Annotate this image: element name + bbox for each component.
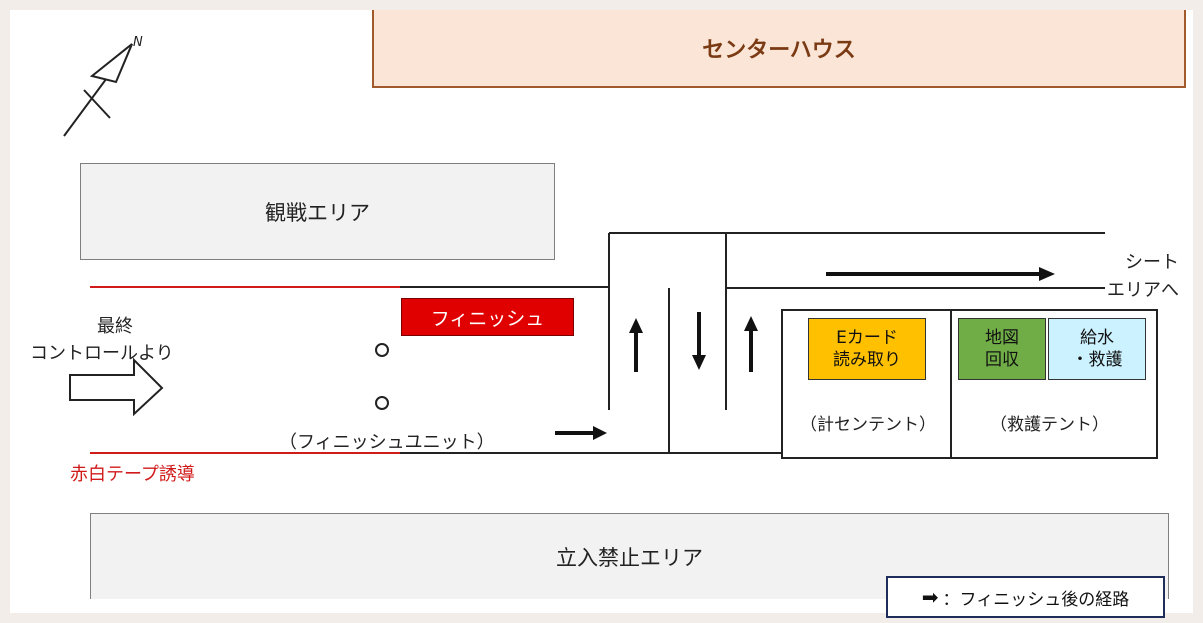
diagram-canvas [10,10,1193,613]
rescue-tent-label: （救護テント） [990,415,1109,435]
timing-tent-label: （計センテント） [800,415,936,435]
finish-unit-label: （フィニッシュユニット） [279,432,495,453]
ecard-line2: 読み取り [833,350,901,370]
spectator-area-label: 観戦エリア [265,200,370,225]
spectator-area: 観戦エリア [80,163,555,260]
entry-arrow-icon [69,357,164,417]
map-line2: 回収 [985,350,1019,370]
legend-text: ：フィニッシュ後の経路 [942,589,1130,610]
ecard-line1: Eカード [836,328,898,348]
restricted-area-label: 立入禁止エリア [556,545,703,570]
route-arrow-icon [555,426,607,440]
to-sheet-area-line1: シート [1125,252,1179,273]
water-line2: ・救護 [1071,350,1123,370]
to-sheet-area-line2: エリアへ [1107,280,1179,301]
route-arrow-icon [629,318,643,372]
tent-area-outline [781,309,1158,459]
legend-box: ➡ ：フィニッシュ後の経路 [886,576,1165,618]
map-collection-box: 地図 回収 [958,318,1046,380]
finish-banner-label: フィニッシュ [430,307,545,330]
tape-guide-label: 赤白テープ誘導 [70,464,195,485]
finish-banner: フィニッシュ [401,298,574,336]
svg-text:N: N [133,35,143,50]
from-last-control-line1: 最終 [97,316,133,337]
finish-unit-marker [375,396,389,410]
water-line1: 給水 [1080,328,1114,348]
center-house-label: センターハウス [702,38,856,63]
water-rescue-box: 給水 ・救護 [1048,318,1146,380]
center-house-box: センターハウス [372,10,1186,88]
route-arrow-icon [692,312,706,370]
route-arrow-icon [826,267,1055,281]
north-arrow-icon: N [63,35,143,137]
map-line1: 地図 [985,328,1019,348]
route-arrow-icon [744,316,758,372]
ecard-reading-box: Eカード 読み取り [808,318,926,380]
finish-unit-marker [375,343,389,357]
legend-arrow-icon: ➡ [921,585,939,609]
from-last-control-line2: コントロールより [30,343,174,364]
